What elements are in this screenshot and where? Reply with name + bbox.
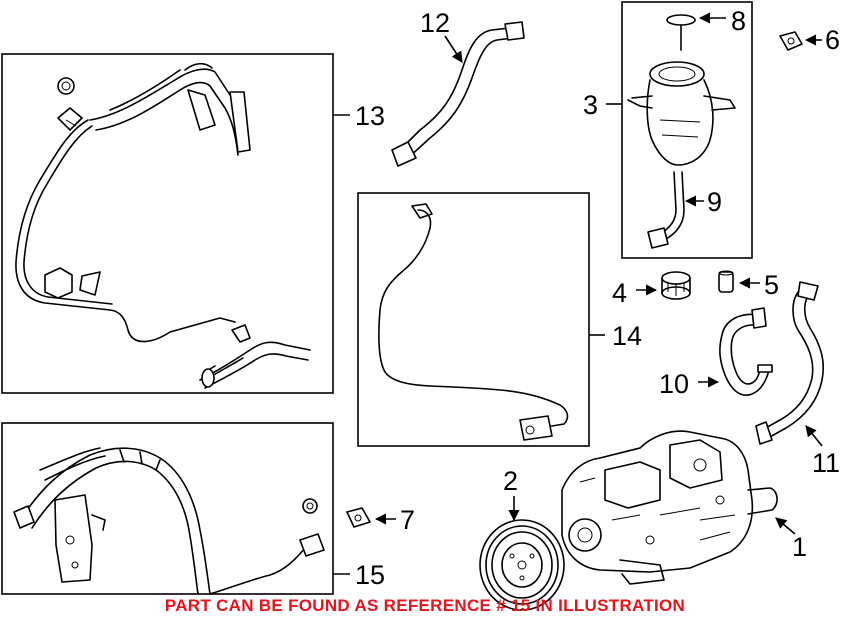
group-box-3-8-9: 3 — [583, 1, 753, 259]
part-cap-4[interactable] — [661, 271, 691, 300]
part-pump-1[interactable] — [561, 430, 778, 585]
part-pressure-line-14[interactable] — [378, 203, 569, 441]
callout-5: 5 — [764, 270, 779, 300]
callout-3: 3 — [583, 90, 598, 120]
part-pipe-11[interactable] — [755, 281, 825, 445]
callout-7: 7 — [400, 505, 415, 535]
part-clip-6[interactable] — [779, 31, 803, 51]
group-box-14: 14 — [357, 192, 642, 447]
callout-2: 2 — [503, 466, 518, 496]
callout-9: 9 — [707, 187, 722, 217]
part-clip-7[interactable] — [346, 507, 371, 528]
part-pulley-2[interactable] — [479, 519, 565, 611]
part-cap-8[interactable] — [666, 14, 696, 51]
group-box-13: 13 — [1, 53, 385, 394]
reference-note: PART CAN BE FOUND AS REFERENCE # 15 IN I… — [164, 596, 686, 615]
part-hose-assembly-13[interactable] — [15, 62, 311, 389]
callout-10: 10 — [659, 369, 689, 399]
callout-11: 11 — [812, 448, 840, 478]
callout-14: 14 — [612, 321, 642, 351]
part-reservoir-3[interactable] — [627, 61, 736, 166]
callout-6: 6 — [825, 25, 840, 55]
part-hose-12[interactable] — [391, 21, 525, 167]
part-hose-9[interactable] — [647, 171, 685, 249]
callout-1: 1 — [792, 532, 807, 562]
callout-13: 13 — [355, 101, 385, 131]
callout-4: 4 — [612, 278, 627, 308]
group-box-15: 15 — [1, 422, 385, 595]
part-hose-10[interactable] — [719, 307, 773, 396]
part-hose-assembly-15[interactable] — [13, 447, 325, 595]
part-sleeve-5[interactable] — [718, 270, 734, 293]
callout-8: 8 — [731, 6, 746, 36]
callout-15: 15 — [355, 560, 385, 590]
callout-12: 12 — [420, 8, 450, 38]
